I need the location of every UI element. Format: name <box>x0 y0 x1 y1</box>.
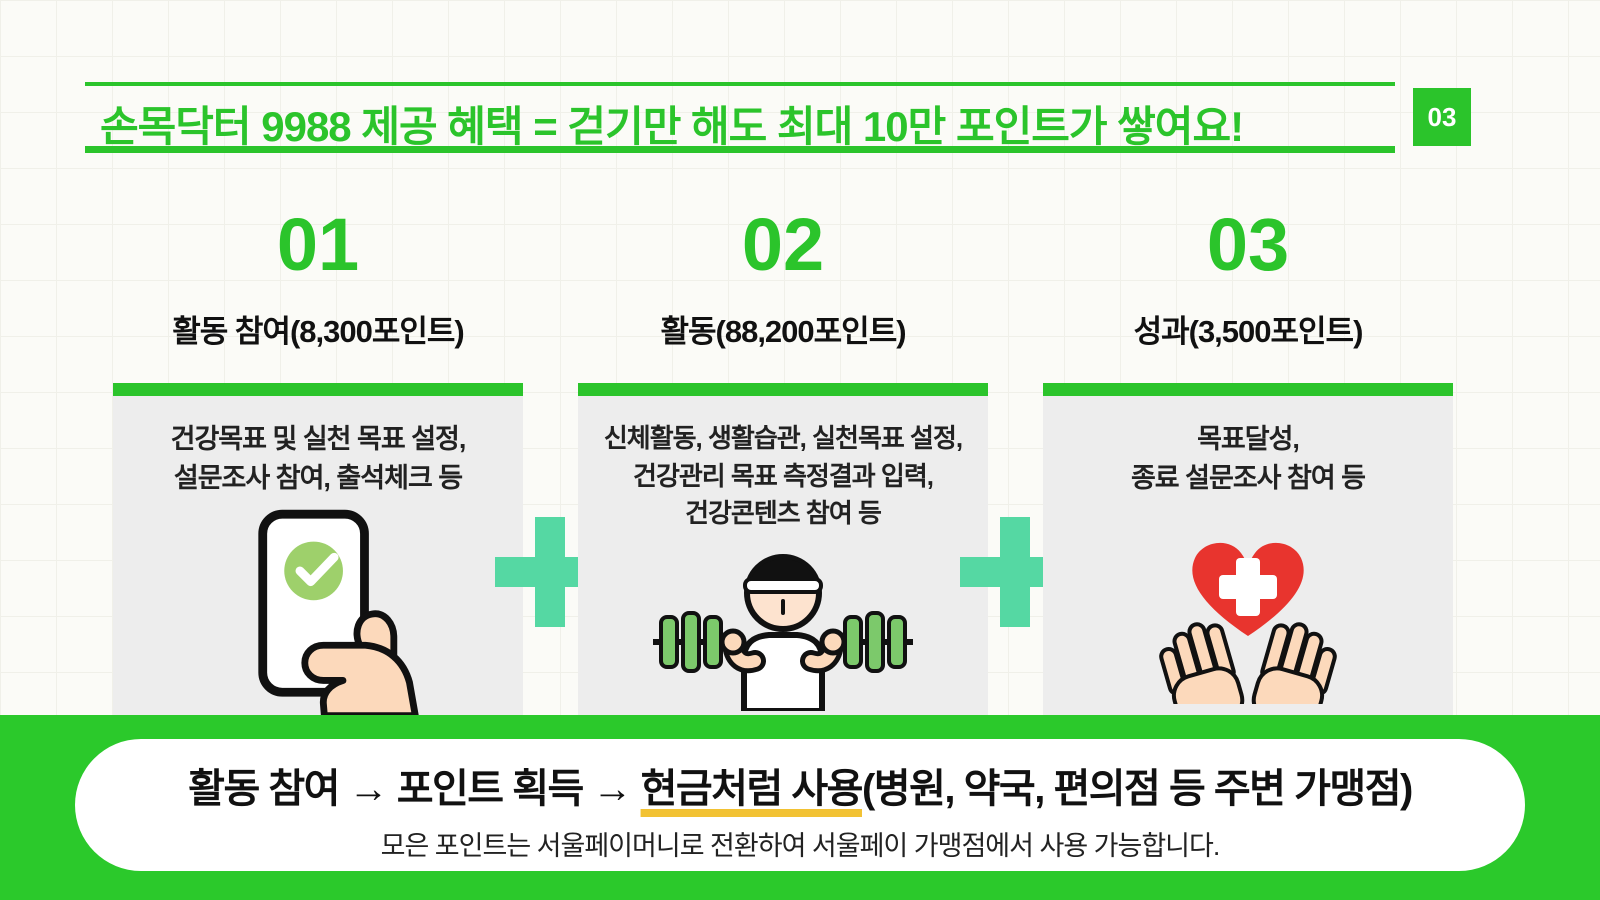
flow-suffix: (병원, 약국, 편의점 등 주변 가맹점) <box>861 767 1413 811</box>
footer-message-box: 활동 참여 → 포인트 획득 → 현금처럼 사용(병원, 약국, 편의점 등 주… <box>75 739 1525 871</box>
section-01: 01 활동 참여(8,300포인트) 건강목표 및 실천 목표 설정, 설문조사… <box>113 208 523 718</box>
flow-prefix: 활동 참여 → 포인트 획득 → <box>188 767 641 811</box>
card-accent-bar <box>1043 383 1453 396</box>
card-description-line: 종료 설문조사 참여 등 <box>1130 463 1366 494</box>
flow-highlight: 현금처럼 사용 <box>640 767 864 811</box>
section-title: 활동 참여(8,300포인트) <box>172 314 464 349</box>
card-description-line: 건강목표 및 실천 목표 설정, <box>170 424 467 454</box>
card-accent-bar <box>113 383 523 396</box>
card-description-line: 건강콘텐츠 참여 등 <box>685 498 882 529</box>
card-description-line: 신체활동, 생활습관, 실천목표 설정, <box>603 423 963 453</box>
header-bottom-rule <box>85 146 1395 153</box>
footer-banner: 활동 참여 → 포인트 획득 → 현금처럼 사용(병원, 약국, 편의점 등 주… <box>0 715 1600 900</box>
heart-hands-icon <box>1043 514 1453 705</box>
section-number: 03 <box>1206 203 1290 286</box>
card-description: 목표달성, 종료 설문조사 참여 등 <box>1043 396 1453 498</box>
dumbbell-person-icon <box>578 539 988 712</box>
card-description-line: 건강관리 목표 측정결과 입력, <box>633 460 934 491</box>
section-title: 성과(3,500포인트) <box>1133 314 1364 349</box>
card-description-line: 설문조사 참여, 출석체크 등 <box>173 463 463 494</box>
page-number-badge: 03 <box>1413 88 1471 146</box>
footer-subtext: 모은 포인트는 서울페이머니로 전환하여 서울페이 가맹점에서 사용 가능합니다… <box>380 831 1221 861</box>
section-number: 02 <box>741 203 825 286</box>
card-description: 건강목표 및 실천 목표 설정, 설문조사 참여, 출석체크 등 <box>113 396 523 498</box>
section-card: 신체활동, 생활습관, 실천목표 설정, 건강관리 목표 측정결과 입력, 건강… <box>578 383 988 718</box>
section-title: 활동(88,200포인트) <box>660 314 906 349</box>
section-card: 건강목표 및 실천 목표 설정, 설문조사 참여, 출석체크 등 <box>113 383 523 718</box>
section-02: 02 활동(88,200포인트) 신체활동, 생활습관, 실천목표 설정, 건강… <box>578 208 988 718</box>
section-number: 01 <box>276 203 360 286</box>
card-description: 신체활동, 생활습관, 실천목표 설정, 건강관리 목표 측정결과 입력, 건강… <box>578 396 988 533</box>
card-accent-bar <box>578 383 988 396</box>
flow-statement: 활동 참여 → 포인트 획득 → 현금처럼 사용(병원, 약국, 편의점 등 주… <box>75 756 1525 814</box>
card-description-line: 목표달성, <box>1197 424 1300 454</box>
phone-check-icon <box>113 506 523 718</box>
page-title: 손목닥터 9988 제공 혜택 = 걷기만 해도 최대 10만 포인트가 쌓여요… <box>100 103 1244 150</box>
section-card: 목표달성, 종료 설문조사 참여 등 <box>1043 383 1453 718</box>
section-03: 03 성과(3,500포인트) 목표달성, 종료 설문조사 참여 등 <box>1043 208 1453 718</box>
header-top-rule <box>85 82 1395 86</box>
